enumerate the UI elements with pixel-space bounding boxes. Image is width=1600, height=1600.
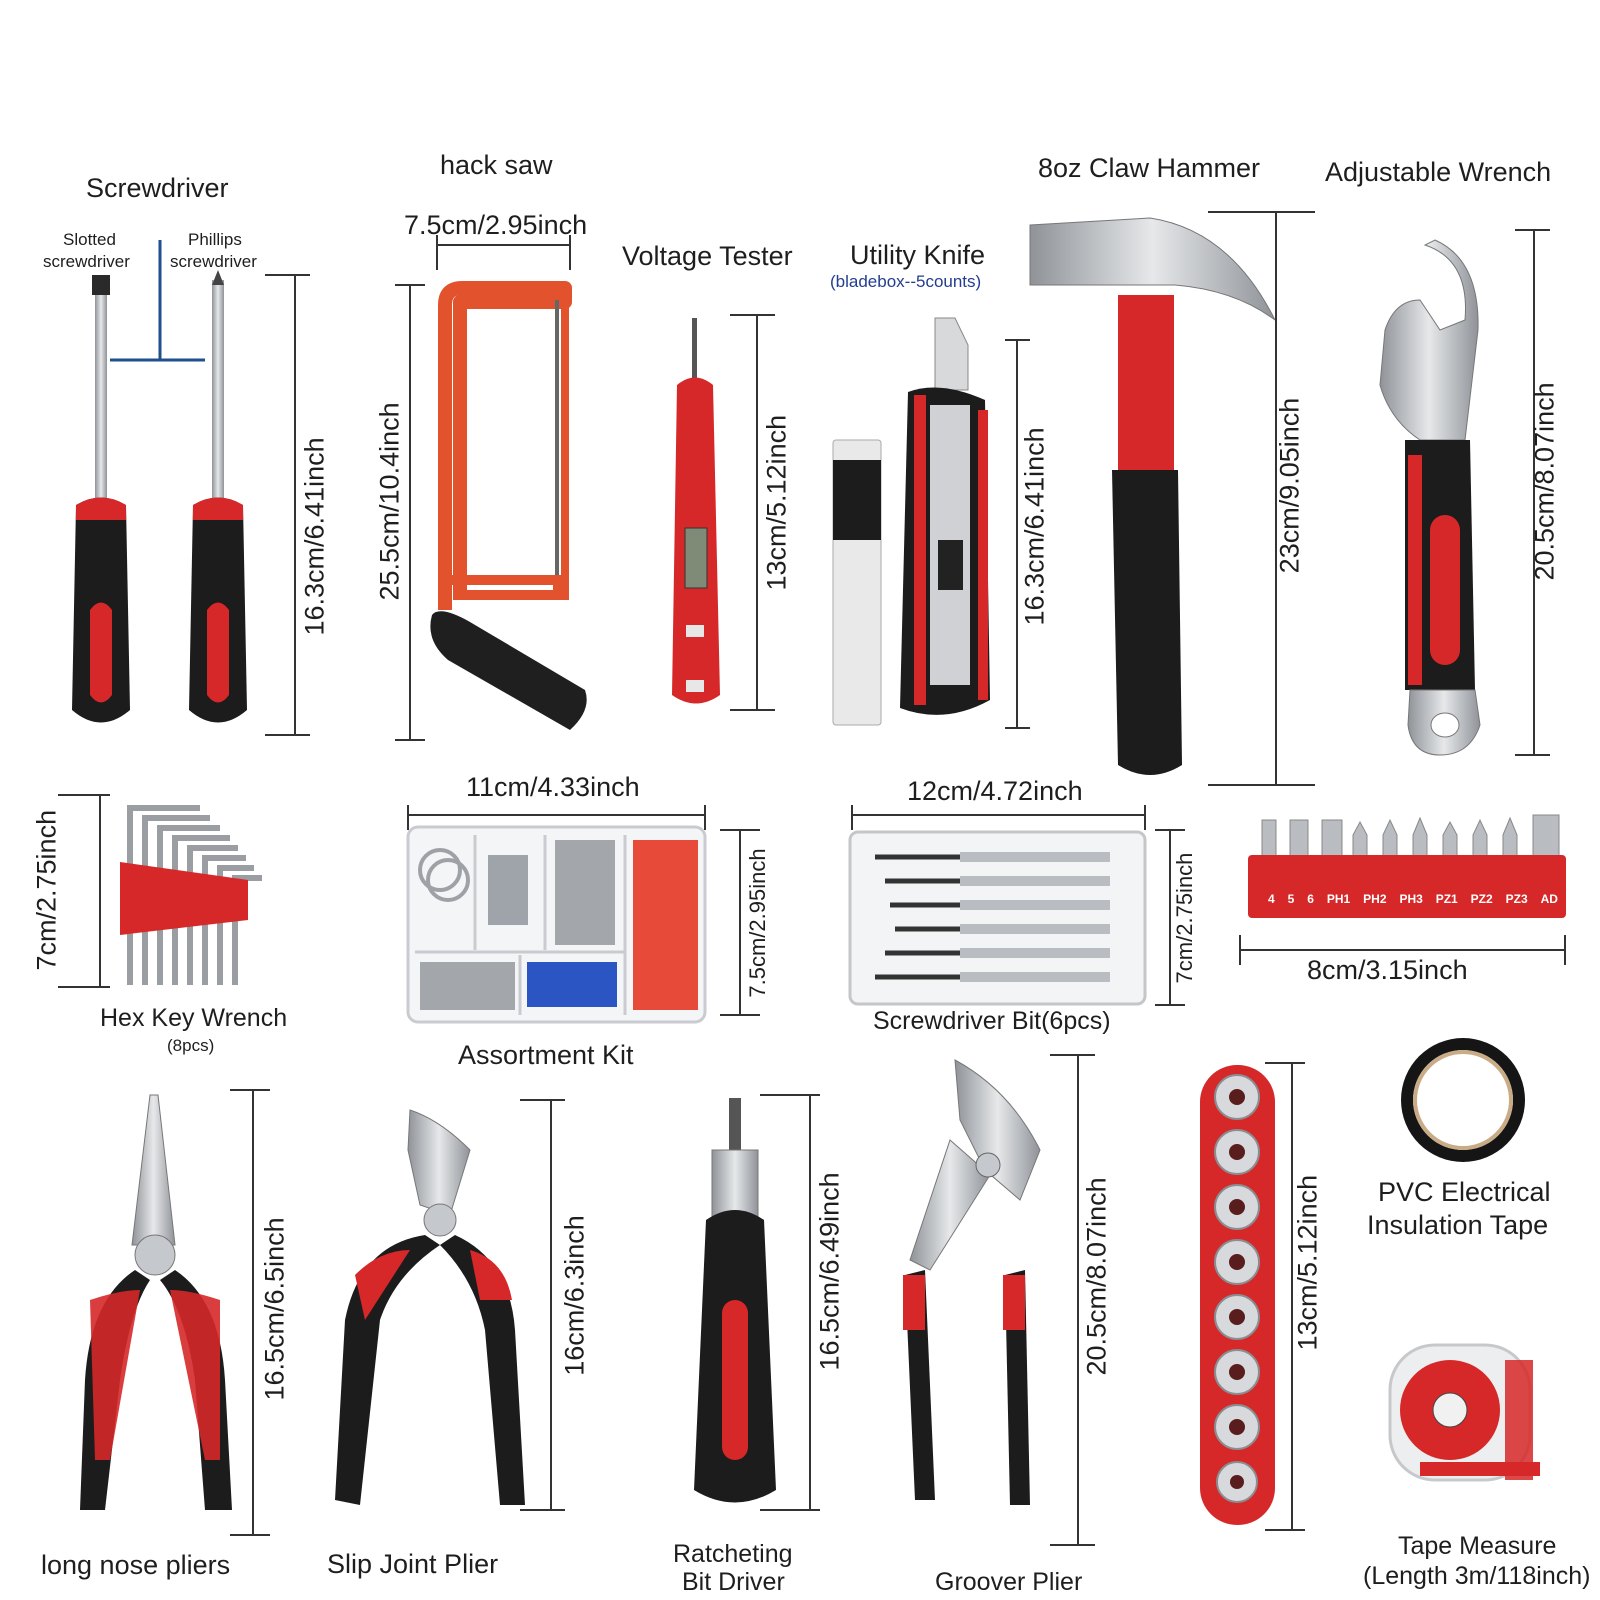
screwdriver-height-dim: 16.3cm/6.41inch	[299, 437, 330, 636]
claw-hammer-icon	[1029, 211, 1315, 786]
phillips-label: Phillips	[188, 230, 242, 249]
precision-screwdriver-set-icon	[848, 805, 1185, 1006]
groover-dim: 20.5cm/8.07inch	[1081, 1177, 1112, 1376]
voltage-tester-icon	[672, 314, 775, 711]
slotted-label: Slotted	[63, 230, 116, 249]
bit-box-width-dim: 12cm/4.72inch	[907, 776, 1083, 806]
claw-hammer-title: 8oz Claw Hammer	[1038, 153, 1261, 183]
hacksaw-icon	[395, 235, 587, 741]
ratcheting-title-2: Bit Driver	[682, 1568, 785, 1596]
bit-label: PH1	[1326, 892, 1351, 906]
bit-strip-width-dim: 8cm/3.15inch	[1307, 955, 1468, 985]
socket-rail-icon	[1200, 1062, 1305, 1531]
adjustable-wrench-title: Adjustable Wrench	[1325, 157, 1552, 187]
bit-label: PZ1	[1435, 892, 1458, 906]
long-nose-title: long nose pliers	[41, 1550, 231, 1580]
bit-label: PZ3	[1505, 892, 1528, 906]
bit-label-row: 4 5 6 PH1 PH2 PH3 PZ1 PZ2 PZ3 AD	[1268, 892, 1558, 906]
tape-measure-title: Tape Measure	[1398, 1532, 1557, 1560]
slotted-label-2: screwdriver	[43, 252, 130, 271]
voltage-tester-title: Voltage Tester	[622, 241, 793, 271]
ratcheting-dim: 16.5cm/6.49inch	[814, 1172, 845, 1371]
slip-joint-plier-icon	[335, 1099, 565, 1511]
tape-measure-icon	[1388, 1343, 1540, 1482]
assortment-box-icon	[406, 805, 760, 1024]
wrench-dim: 20.5cm/8.07inch	[1529, 382, 1560, 581]
bit-label: PH3	[1399, 892, 1423, 906]
slip-joint-dim: 16cm/6.3inch	[559, 1215, 590, 1376]
bit-label: AD	[1540, 892, 1558, 906]
bit-label: 4	[1268, 892, 1275, 906]
slip-joint-title: Slip Joint Plier	[327, 1549, 499, 1579]
utility-knife-icon	[832, 317, 1030, 729]
socket-rail-dim: 13cm/5.12inch	[1292, 1174, 1323, 1351]
hex-key-subtitle: (8pcs)	[167, 1036, 215, 1055]
pvc-title-2: Insulation Tape	[1367, 1210, 1549, 1240]
utility-knife-title: Utility Knife	[850, 240, 986, 270]
hex-key-icon	[58, 794, 262, 988]
hacksaw-height-dim: 25.5cm/10.4inch	[374, 402, 405, 601]
phillips-label-2: screwdriver	[170, 252, 257, 271]
groover-plier-icon	[903, 1054, 1095, 1546]
long-nose-dim: 16.5cm/6.5inch	[259, 1217, 290, 1401]
utility-knife-subtitle: (bladebox--5counts)	[830, 272, 982, 291]
bit-label: 6	[1307, 892, 1314, 906]
hex-key-title: Hex Key Wrench	[100, 1004, 288, 1032]
bit-label: PZ2	[1470, 892, 1493, 906]
hammer-dim: 23cm/9.05inch	[1274, 397, 1305, 574]
screwdriver-icon	[72, 240, 310, 736]
hex-key-dim: 7cm/2.75inch	[31, 809, 62, 971]
hacksaw-width-dim: 7.5cm/2.95inch	[404, 210, 588, 240]
assortment-height-dim: 7.5cm/2.95inch	[745, 848, 770, 998]
bit-label: PH2	[1363, 892, 1387, 906]
screwdriver-title: Screwdriver	[86, 173, 229, 203]
tape-measure-title-2: (Length 3m/118inch)	[1363, 1562, 1591, 1590]
assortment-kit-title: Assortment Kit	[458, 1040, 634, 1070]
ratcheting-driver-icon	[694, 1094, 820, 1511]
pvc-title: PVC Electrical	[1378, 1177, 1551, 1207]
ratcheting-title: Ratcheting	[673, 1540, 793, 1568]
bit-box-height-dim: 7cm/2.75inch	[1172, 852, 1197, 984]
utility-knife-dim: 16.3cm/6.41inch	[1019, 427, 1050, 626]
adjustable-wrench-icon	[1379, 229, 1550, 756]
bit-strip-icon	[1239, 814, 1566, 965]
electrical-tape-icon	[1401, 1038, 1525, 1162]
hacksaw-title: hack saw	[440, 150, 553, 180]
groover-title: Groover Plier	[935, 1568, 1083, 1596]
screwdriver-bit-title: Screwdriver Bit(6pcs)	[873, 1007, 1111, 1035]
assortment-width-dim: 11cm/4.33inch	[466, 772, 640, 802]
long-nose-pliers-icon	[80, 1089, 270, 1536]
voltage-tester-dim: 13cm/5.12inch	[761, 414, 792, 591]
bit-label: 5	[1287, 892, 1295, 906]
